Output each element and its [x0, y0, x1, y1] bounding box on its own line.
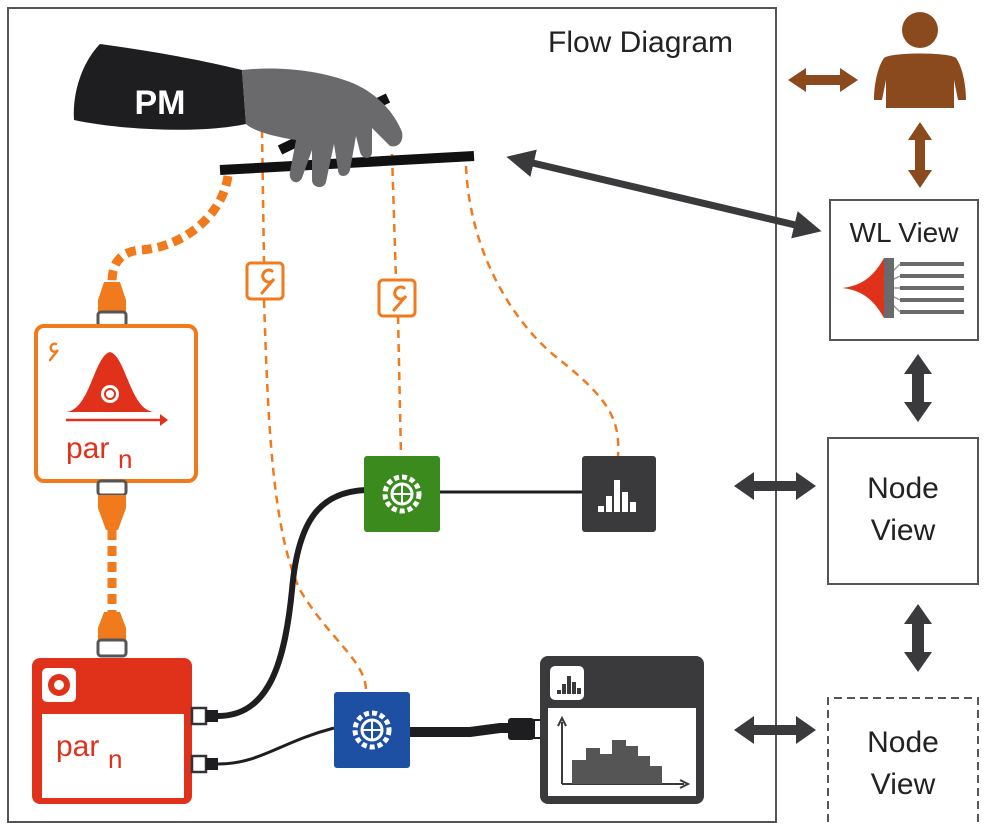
dark-double-arrow-h2 — [734, 716, 816, 744]
string-2-lower — [396, 315, 403, 457]
pm-hand-shape — [242, 68, 403, 188]
pm-sleeve — [73, 44, 246, 130]
node-view-1-line1: Node — [867, 472, 939, 505]
wl-view-box — [829, 199, 979, 341]
pm-hand: PM — [73, 44, 475, 188]
gear-icon — [382, 474, 422, 514]
brown-double-arrow-v — [908, 122, 932, 188]
pm-to-param-link — [107, 175, 233, 283]
param-bottom-sub: n — [108, 744, 122, 774]
pm-wlview-arrow — [506, 149, 822, 239]
wrench-tag-1[interactable] — [245, 261, 285, 301]
histogram-icon — [598, 480, 636, 512]
dark-double-arrow-v2 — [904, 604, 932, 672]
node-view-2-line2: View — [870, 768, 936, 801]
user-person — [874, 12, 966, 108]
connector-top — [98, 612, 126, 640]
node-view-2-box[interactable] — [827, 697, 979, 822]
wl-view-panel[interactable]: WL View — [829, 199, 979, 341]
person-icon — [902, 12, 938, 48]
bell-curve-icon — [66, 352, 154, 412]
connector-top-ring — [96, 310, 128, 328]
wrench-icon — [392, 285, 408, 312]
node-view-1-label: Node View — [828, 468, 978, 552]
string-2-upper — [390, 153, 398, 281]
pm-label: PM — [135, 84, 186, 122]
cable-param-to-blue — [217, 726, 335, 766]
wl-view-label: WL View — [850, 217, 960, 248]
param-top-label: par — [66, 432, 109, 465]
node-view-1-line2: View — [870, 514, 936, 547]
param-bottom-label: par — [56, 730, 99, 763]
flow-diagram-title: Flow Diagram — [548, 26, 734, 59]
param-node-bottom[interactable]: par n — [32, 612, 218, 804]
output-port-2[interactable] — [190, 754, 208, 774]
histogram-plot-node[interactable] — [540, 656, 704, 804]
funnel-icon — [842, 258, 884, 318]
connector-bottom — [98, 495, 126, 530]
green-process-node[interactable] — [364, 456, 440, 532]
output-port-1[interactable] — [190, 706, 208, 726]
node-view-2-label: Node View — [828, 722, 978, 806]
flow-diagram-frame — [7, 7, 777, 823]
string-3 — [464, 165, 620, 457]
connector-bottom-ring — [96, 479, 128, 497]
node-view-2-line1: Node — [867, 726, 939, 759]
histogram-icon — [557, 676, 581, 694]
node-view-1-box[interactable] — [827, 437, 979, 585]
dark-double-arrow-h1 — [734, 472, 816, 500]
dark-double-arrow-v1 — [904, 354, 932, 422]
param-top-sub: n — [118, 444, 132, 474]
cable-param-to-green — [217, 487, 367, 719]
connector-top-ring — [96, 638, 128, 658]
gear-icon — [352, 710, 392, 750]
stream-lines — [900, 262, 964, 314]
cable-plug — [508, 718, 534, 740]
string-1-lower — [262, 299, 368, 691]
blue-process-node[interactable] — [334, 692, 410, 768]
gear-dot — [101, 385, 119, 403]
brown-double-arrow-h — [788, 68, 858, 92]
string-1-upper — [260, 129, 266, 263]
connector-top — [98, 282, 126, 312]
param-node-top[interactable]: par n — [34, 282, 198, 530]
cable-blue-to-plot — [410, 723, 520, 737]
histogram-plot — [572, 740, 662, 784]
wrench-tag-2[interactable] — [377, 278, 417, 318]
histogram-node-small[interactable] — [582, 456, 656, 532]
wrench-icon — [48, 342, 60, 362]
param-box-bottom-body — [42, 714, 184, 798]
wrench-icon — [260, 268, 276, 295]
